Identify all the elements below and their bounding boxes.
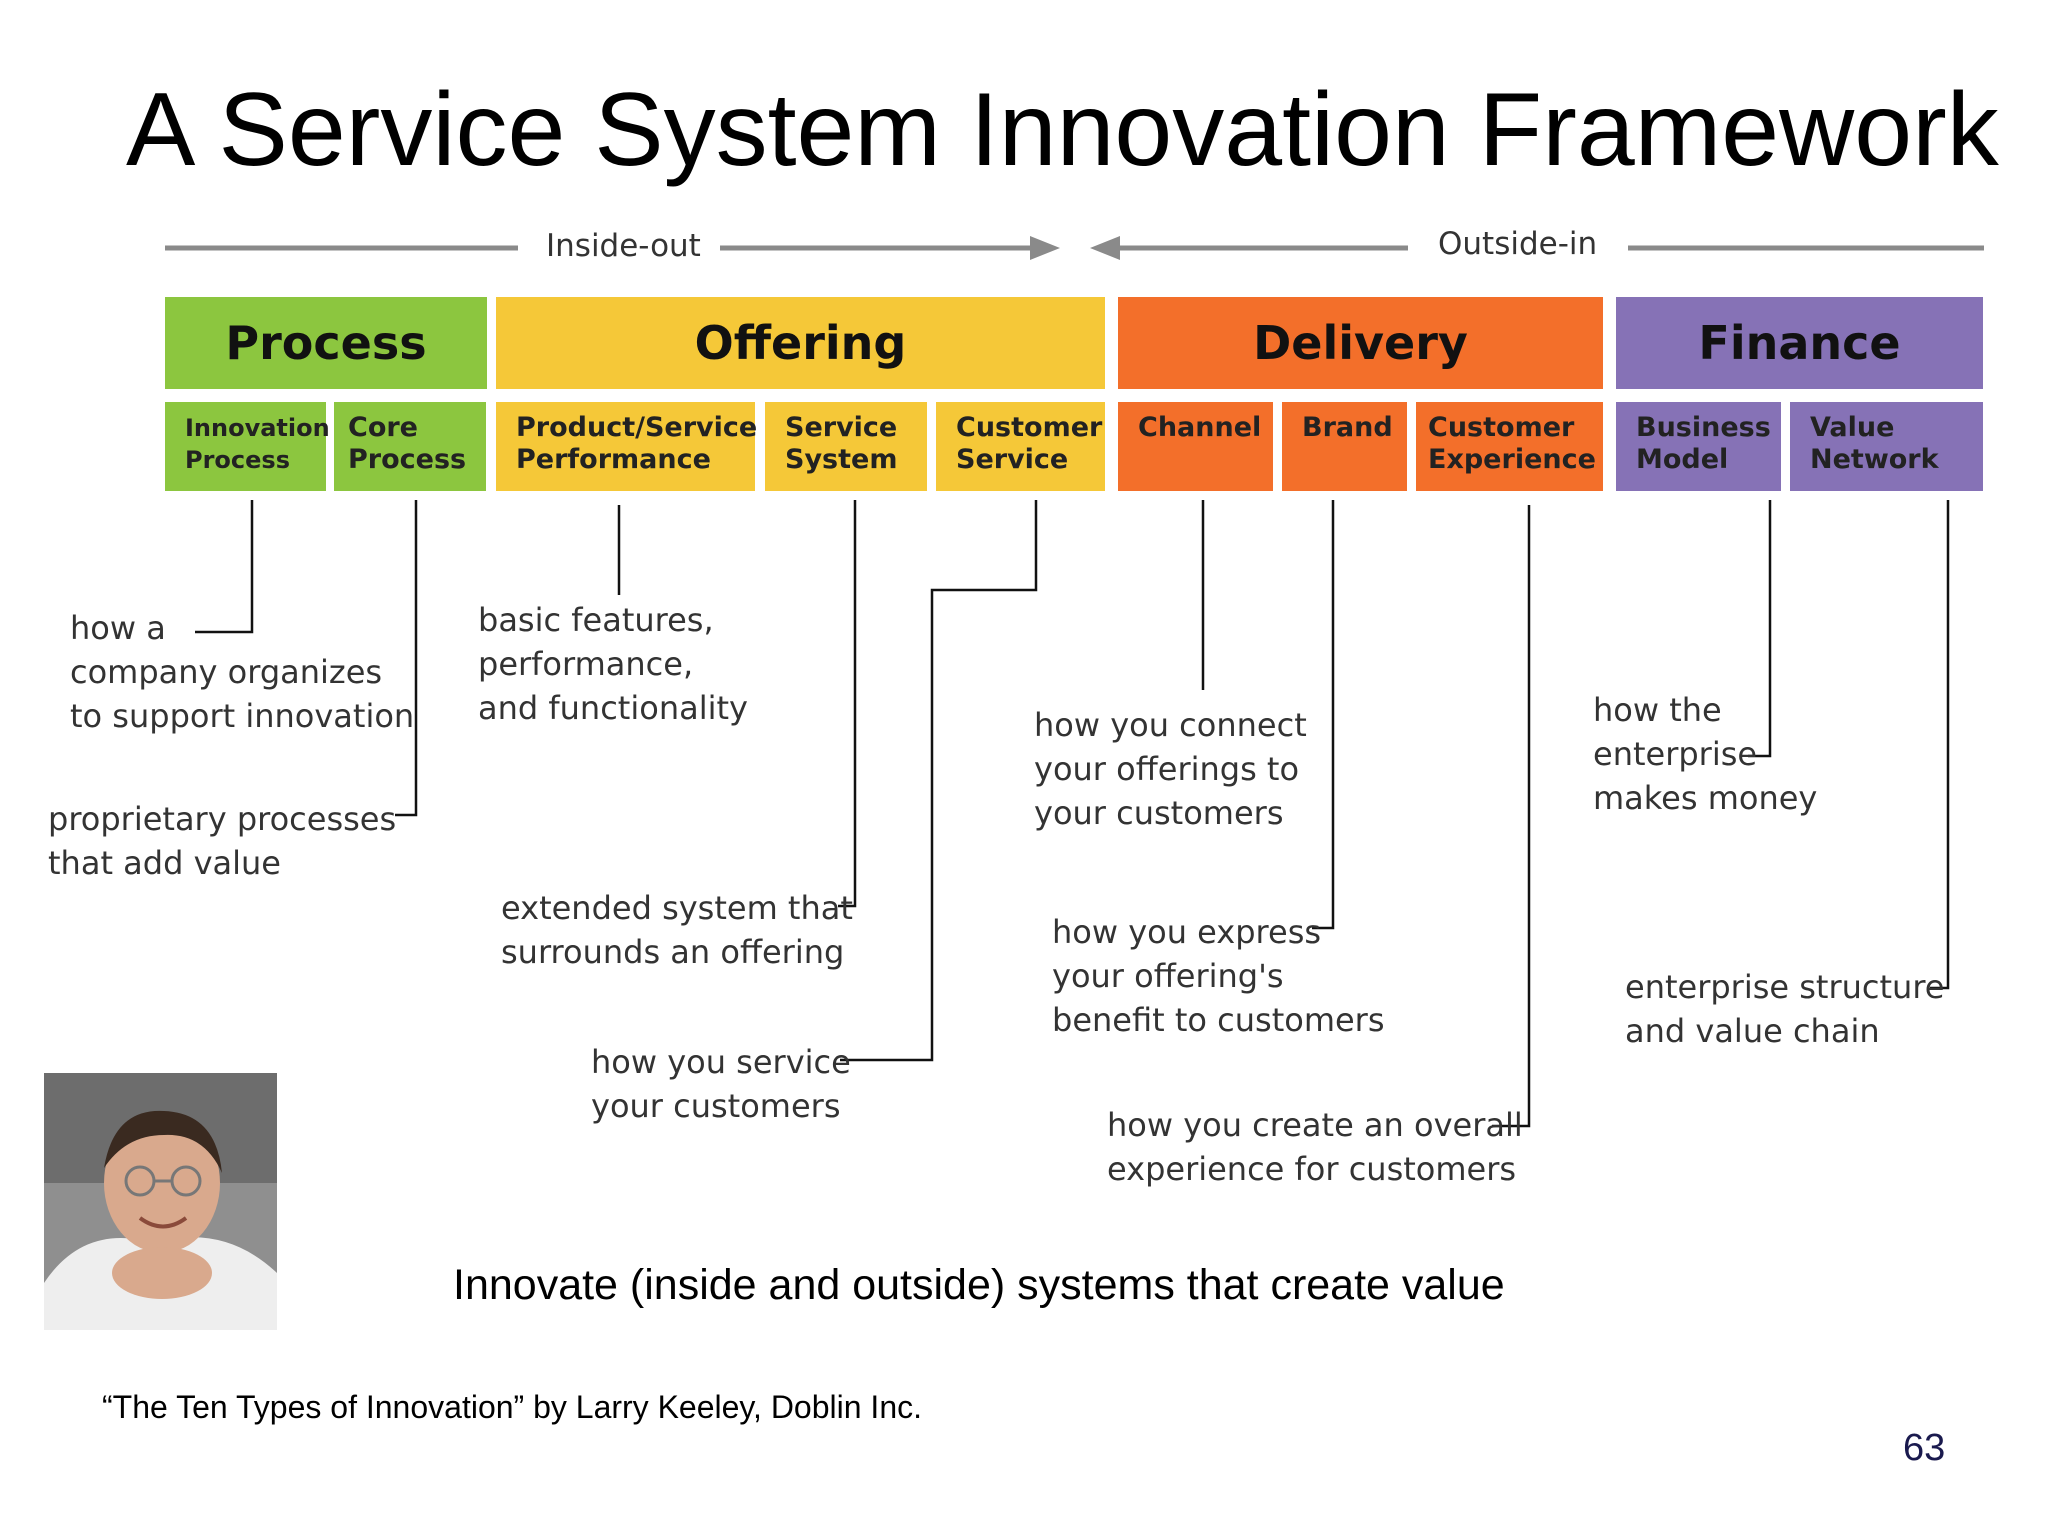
tagline: Innovate (inside and outside) systems th… — [453, 1261, 1505, 1309]
citation: “The Ten Types of Innovation” by Larry K… — [102, 1389, 922, 1425]
author-photo — [44, 1073, 277, 1330]
outside-in-label: Outside-in — [1438, 226, 1598, 262]
category-offering: Offering — [496, 297, 1105, 389]
desc-product-service-performance: basic features,performance,and functiona… — [478, 601, 748, 727]
category-finance: Finance — [1616, 297, 1983, 389]
inside-out-label: Inside-out — [546, 228, 701, 264]
type-channel: Channel — [1118, 402, 1273, 491]
slide-title: A Service System Innovation Framework — [126, 72, 1999, 188]
category-delivery: Delivery — [1118, 297, 1603, 389]
page-number: 63 — [1903, 1427, 1946, 1469]
type-brand: Brand — [1282, 402, 1407, 491]
category-process: Process — [165, 297, 487, 389]
